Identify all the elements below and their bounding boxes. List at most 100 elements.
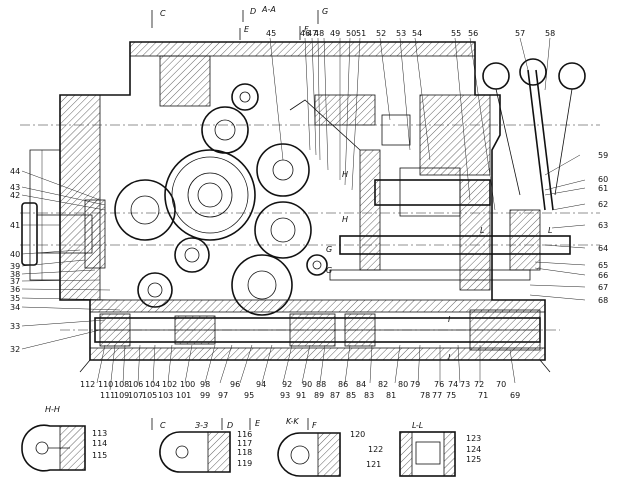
section-e: E [244, 25, 250, 34]
callout-78: 78 [420, 391, 430, 400]
callout-84: 84 [356, 380, 366, 389]
callout-82: 82 [378, 380, 388, 389]
view-hh-title: H-H [45, 405, 60, 414]
view-zz-title: З-З [195, 421, 208, 430]
callout-45: 45 [266, 29, 276, 38]
callout-104: 104 [145, 380, 160, 389]
callout-50: 50 [346, 29, 356, 38]
view-kk: E K-K F 120 [249, 417, 365, 477]
callout-52: 52 [376, 29, 386, 38]
callout-70: 70 [496, 380, 506, 389]
callout-61: 61 [598, 184, 608, 193]
callout-54: 54 [412, 29, 422, 38]
callout-58: 58 [545, 29, 555, 38]
callout-59: 59 [598, 151, 608, 160]
callout-113: 113 [92, 429, 107, 438]
callout-42: 42 [10, 191, 20, 200]
callout-107: 107 [128, 391, 143, 400]
callout-83: 83 [364, 391, 374, 400]
callout-62: 62 [598, 200, 608, 209]
callouts-top: 45 46 47 48 49 50 51 52 53 54 55 56 57 5… [266, 29, 555, 38]
callouts-right: 59 60 61 62 63 64 65 66 67 68 [598, 151, 608, 305]
callout-48: 48 [314, 29, 324, 38]
callout-105: 105 [142, 391, 157, 400]
view-ll-title: L-L [412, 421, 423, 430]
inline-g2: G [326, 266, 332, 275]
callout-122: 122 [368, 445, 383, 454]
callout-89: 89 [314, 391, 324, 400]
inline-l1: L [480, 226, 484, 235]
callouts-bottom: 112 111 110 109 108 107 106 105 104 103 … [80, 380, 520, 400]
callout-35: 35 [10, 294, 20, 303]
callout-56: 56 [468, 29, 478, 38]
view-kk-title: K-K [286, 417, 299, 426]
view-hh: H-H 113 114 115 [21, 405, 107, 472]
view-ll: L-L 122 121 123 124 125 [366, 421, 481, 477]
callout-102: 102 [162, 380, 177, 389]
callout-55: 55 [451, 29, 461, 38]
section-d: D [250, 7, 256, 16]
callout-81: 81 [386, 391, 396, 400]
callout-119: 119 [237, 459, 252, 468]
section-f: F [304, 25, 309, 34]
leader-lines [21, 37, 586, 391]
section-c: C [160, 9, 166, 18]
callout-98: 98 [200, 380, 210, 389]
callout-77: 77 [432, 391, 442, 400]
callout-99: 99 [200, 391, 210, 400]
callout-43: 43 [10, 183, 20, 192]
view-letter-d: D [227, 421, 233, 430]
inline-l2: L [548, 226, 552, 235]
view-letter-c: C [160, 421, 166, 430]
callout-109: 109 [114, 391, 129, 400]
callout-87: 87 [330, 391, 340, 400]
callout-32: 32 [10, 345, 20, 354]
callout-106: 106 [128, 380, 143, 389]
callout-80: 80 [398, 380, 408, 389]
callout-51: 51 [356, 29, 366, 38]
view-zz: C З-З D 116 117 118 119 [151, 418, 252, 473]
callout-101: 101 [176, 391, 191, 400]
callout-91: 91 [296, 391, 306, 400]
callout-76: 76 [434, 380, 444, 389]
lower-shaft [79, 309, 551, 373]
callout-72: 72 [474, 380, 484, 389]
callout-36: 36 [10, 285, 20, 294]
callout-53: 53 [396, 29, 406, 38]
callout-64: 64 [598, 244, 608, 253]
section-aa: A-A [261, 5, 276, 14]
callout-117: 117 [237, 439, 252, 448]
callout-92: 92 [282, 380, 292, 389]
callout-44: 44 [10, 167, 20, 176]
section-g: G [322, 7, 328, 16]
callout-111: 111 [100, 391, 115, 400]
callout-34: 34 [10, 303, 20, 312]
callout-39: 39 [10, 262, 20, 271]
callout-96: 96 [230, 380, 240, 389]
callout-116: 116 [237, 430, 252, 439]
callout-115: 115 [92, 451, 107, 460]
callouts-left: 44 43 42 41 40 39 38 37 36 35 34 33 32 [10, 167, 20, 354]
callout-90: 90 [302, 380, 312, 389]
callout-63: 63 [598, 221, 608, 230]
callout-79: 79 [410, 380, 420, 389]
callout-57: 57 [515, 29, 525, 38]
callout-86: 86 [338, 380, 348, 389]
callout-75: 75 [446, 391, 456, 400]
callout-100: 100 [180, 380, 195, 389]
callout-65: 65 [598, 261, 608, 270]
callout-94: 94 [256, 380, 266, 389]
callout-37: 37 [10, 277, 20, 286]
callout-120: 120 [350, 430, 365, 439]
callout-97: 97 [218, 391, 228, 400]
callout-123: 123 [466, 434, 481, 443]
section-marks: C D E A-A F G H H G G L L I I [151, 5, 552, 362]
callout-118: 118 [237, 448, 252, 457]
callout-33: 33 [10, 322, 20, 331]
callout-73: 73 [460, 380, 470, 389]
callout-114: 114 [92, 439, 107, 448]
callout-88: 88 [316, 380, 326, 389]
gear-train [114, 83, 328, 316]
view-letter-e: E [255, 419, 261, 428]
